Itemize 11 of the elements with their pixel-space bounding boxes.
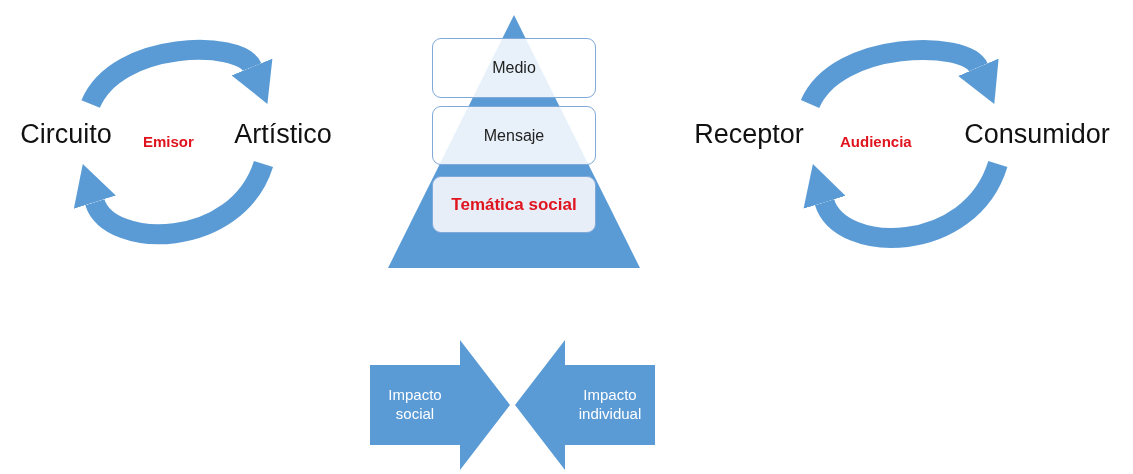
center-label: Audiencia	[840, 133, 912, 150]
center-label: Emisor	[143, 133, 194, 150]
arrow-text: Impacto individual	[577, 386, 643, 424]
arrow-text: Impacto social	[387, 386, 443, 424]
term-label: Consumidor	[948, 104, 1126, 164]
pyramid-level: Mensaje	[432, 106, 596, 165]
pyramid-level: Medio	[432, 38, 596, 98]
term-label: Receptor	[678, 104, 820, 164]
term-label: Artístico	[218, 104, 348, 164]
pyramid-level: Temática social	[432, 176, 596, 233]
term-label: Circuito	[10, 104, 122, 164]
